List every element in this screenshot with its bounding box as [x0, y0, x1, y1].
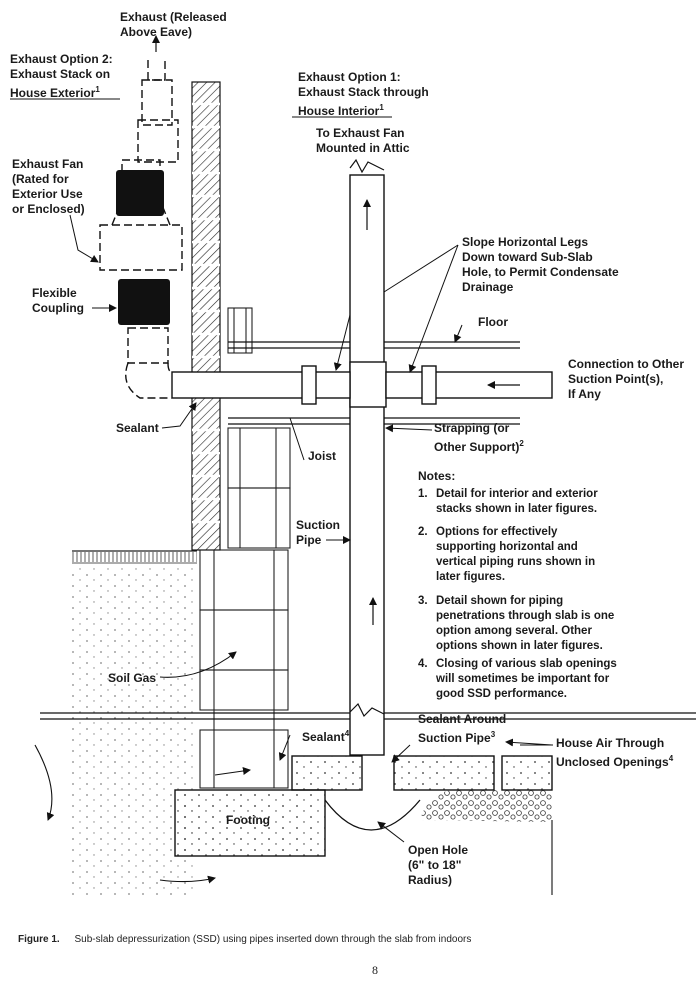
- brick-wall: [191, 81, 221, 551]
- figure-caption-label: Figure 1.: [18, 934, 60, 945]
- figure-caption: Figure 1. Sub-slab depressurization (SSD…: [18, 934, 471, 945]
- note-3: 3. Detail shown for piping penetrations …: [418, 595, 615, 652]
- note-2: 2. Options for effectively supporting ho…: [418, 526, 596, 583]
- open-hole: [324, 799, 421, 831]
- label-house-air: House Air Through Unclosed Openings4: [556, 736, 674, 769]
- label-joist: Joist: [308, 449, 337, 463]
- exhaust-fan-bands: [116, 170, 170, 325]
- soil-gas-arrows: [34, 651, 553, 884]
- label-sealant-around: Sealant Around Suction Pipe3: [418, 712, 507, 745]
- label-suction-pipe: Suction Pipe: [296, 518, 340, 547]
- footing: [174, 789, 326, 857]
- label-soil-gas: Soil Gas: [108, 671, 157, 685]
- label-exhaust-option2: Exhaust Option 2: Exhaust Stack on House…: [10, 52, 113, 100]
- figure-caption-text: Sub-slab depressurization (SSD) using pi…: [74, 934, 472, 945]
- horizontal-pipe: [171, 365, 553, 405]
- label-slope-legs: Slope Horizontal Legs Down toward Sub-Sl…: [462, 235, 619, 294]
- gravel-bed: [420, 789, 552, 822]
- label-connection: Connection to Other Suction Point(s), If…: [568, 357, 684, 401]
- label-open-hole: Open Hole (6" to 18" Radius): [408, 843, 469, 887]
- label-sealant: Sealant: [116, 421, 159, 435]
- label-floor: Floor: [478, 315, 508, 329]
- flow-arrows: [152, 35, 520, 625]
- label-flexible-coupling: Flexible Coupling: [32, 286, 84, 315]
- block-wall: [199, 427, 291, 789]
- page-number: 8: [372, 963, 378, 977]
- notes-heading: Notes:: [418, 469, 456, 483]
- ground-surface: [72, 550, 197, 564]
- exterior-stack: [99, 60, 183, 399]
- label-exhaust-fan-attic: To Exhaust Fan Mounted in Attic: [316, 126, 410, 155]
- wall-framing: [227, 307, 253, 354]
- leader-lines: [10, 98, 553, 843]
- pipe-break: [349, 158, 385, 718]
- label-strapping: Strapping (or Other Support)2: [434, 421, 524, 454]
- label-exhaust-option1: Exhaust Option 1: Exhaust Stack through …: [298, 70, 429, 118]
- interior-suction-pipe: [349, 174, 387, 756]
- concrete-slab: [291, 755, 553, 791]
- label-sealant-4: Sealant4: [302, 729, 350, 744]
- note-1: 1. Detail for interior and exterior stac…: [418, 488, 598, 515]
- label-footing: Footing: [226, 813, 270, 827]
- label-exhaust-released: Exhaust (Released Above Eave): [120, 10, 227, 39]
- note-4: 4. Closing of various slab openings will…: [418, 658, 617, 700]
- label-exhaust-fan: Exhaust Fan (Rated for Exterior Use or E…: [12, 157, 85, 216]
